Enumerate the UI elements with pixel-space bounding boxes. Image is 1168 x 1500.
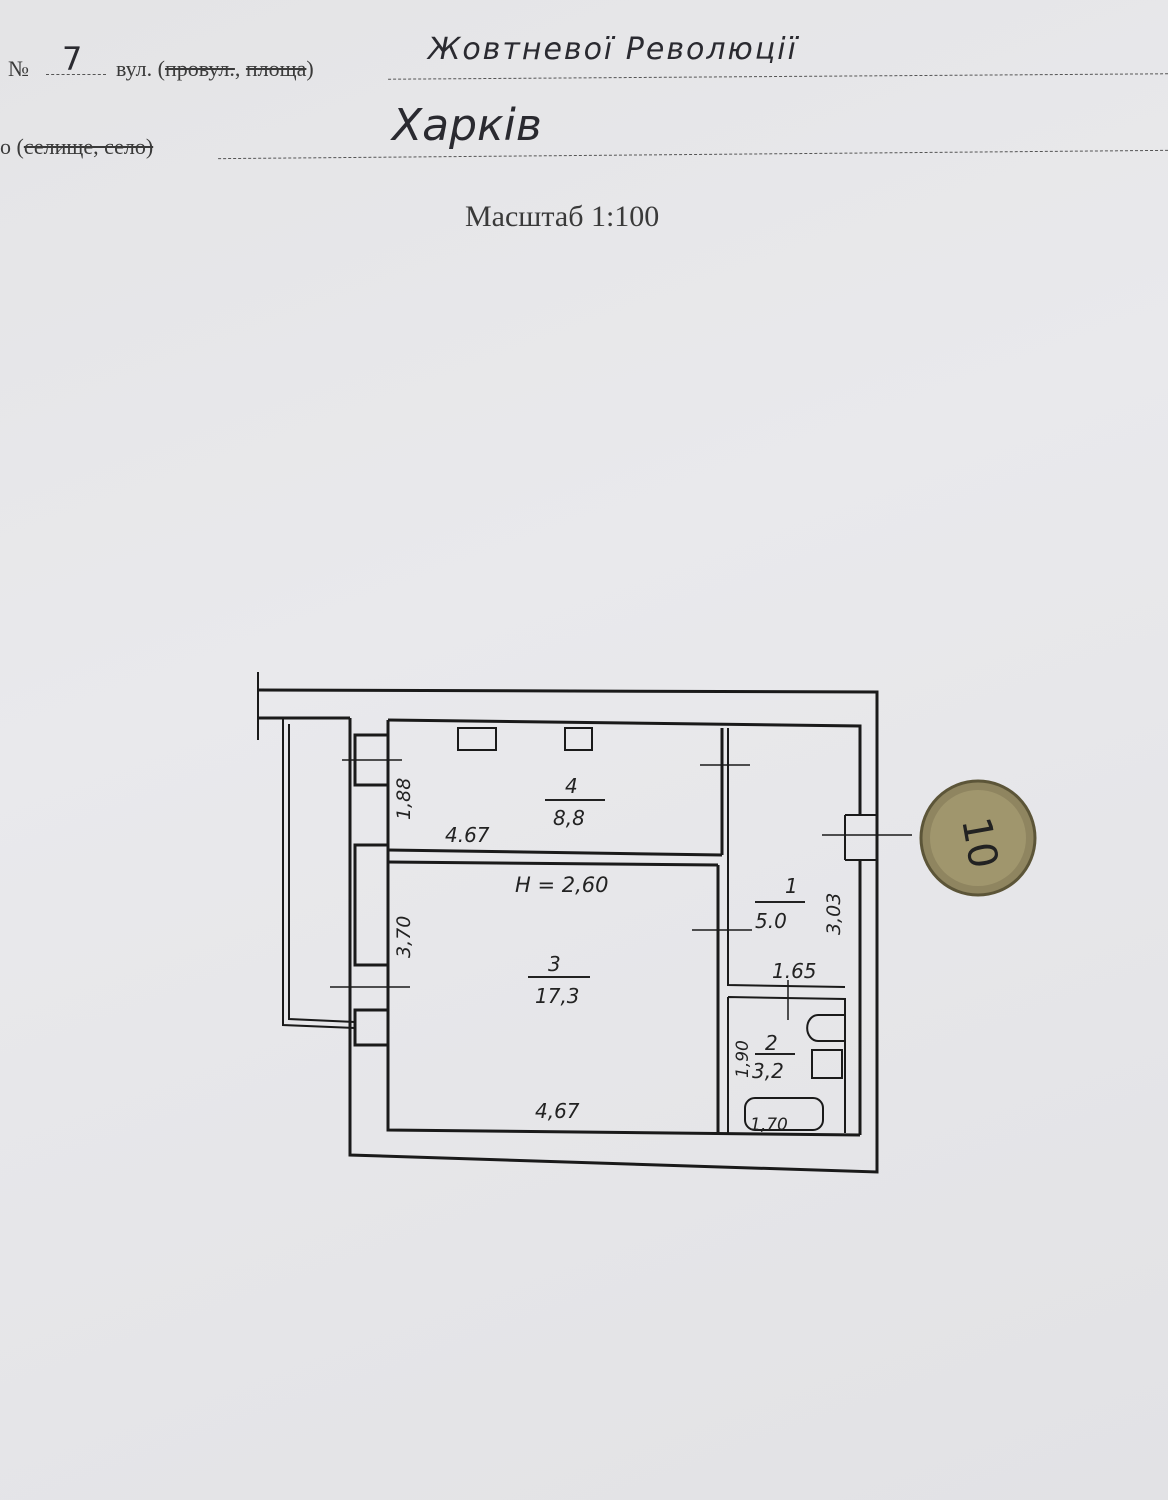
inner-wall-left — [386, 720, 861, 1137]
room1-area: 5.0 — [755, 909, 787, 933]
bath-length: 1,70 — [750, 1115, 788, 1135]
room3-number: 3 — [548, 952, 561, 976]
partition-left — [716, 728, 724, 1133]
separator: , — [234, 56, 246, 81]
toilet-icon — [806, 1014, 846, 1042]
city-label: о (селище, село) — [0, 134, 153, 160]
street-name: Жовтневої Революції — [428, 32, 798, 67]
room3-area: 17,3 — [535, 984, 580, 1008]
number-underline — [46, 52, 106, 75]
window-3 — [353, 1008, 390, 1047]
room1-depth: 3,03 — [823, 893, 845, 935]
coin-value: 10 — [952, 814, 1006, 872]
room2-number: 2 — [765, 1031, 778, 1055]
room4-width: 4.67 — [445, 823, 490, 847]
house-number: 7 — [62, 40, 83, 78]
number-label: № — [8, 56, 29, 81]
room3-width: 4,67 — [535, 1099, 580, 1123]
fraction-lines — [528, 799, 805, 1055]
struck-square: площа — [245, 56, 307, 81]
window-2 — [353, 843, 390, 967]
sink-icon — [564, 727, 593, 751]
partition-room1 — [727, 728, 846, 988]
coin: 10 — [919, 779, 1037, 897]
partition-4-3 — [387, 848, 723, 867]
walls — [257, 672, 912, 1174]
room4-area: 8,8 — [553, 806, 585, 830]
balcony — [282, 718, 356, 1029]
city-prefix: о ( — [0, 134, 24, 159]
washbasin-icon — [811, 1049, 843, 1079]
bathtub-icon — [744, 1097, 824, 1131]
room2-area: 3,2 — [752, 1059, 784, 1083]
paren-close: ) — [306, 56, 314, 81]
scale-label: Масштаб 1:100 — [465, 200, 660, 233]
door-marks — [330, 759, 912, 1020]
struck-lane: провул. — [164, 56, 235, 81]
inner-wall-right — [387, 718, 862, 1135]
room4-depth: 1,88 — [393, 778, 415, 820]
coin-face — [930, 790, 1026, 886]
room4-number: 4 — [565, 774, 578, 798]
room2-depth: 1,90 — [733, 1040, 753, 1078]
room3-depth: 3,70 — [393, 916, 415, 958]
partition-room2 — [727, 996, 846, 1133]
entry-door — [844, 814, 877, 861]
street-label-text: вул. ( — [116, 56, 165, 81]
stove-icon — [457, 727, 497, 751]
outer-wall — [257, 688, 879, 1174]
ceiling-height: H = 2,60 — [515, 873, 609, 897]
room1-width: 1.65 — [772, 959, 817, 983]
room1-number: 1 — [785, 874, 798, 898]
struck-settlement: селище, село) — [23, 134, 154, 159]
street-label: вул. (провул., площа) — [116, 56, 314, 82]
city-name: Харків — [392, 100, 542, 151]
